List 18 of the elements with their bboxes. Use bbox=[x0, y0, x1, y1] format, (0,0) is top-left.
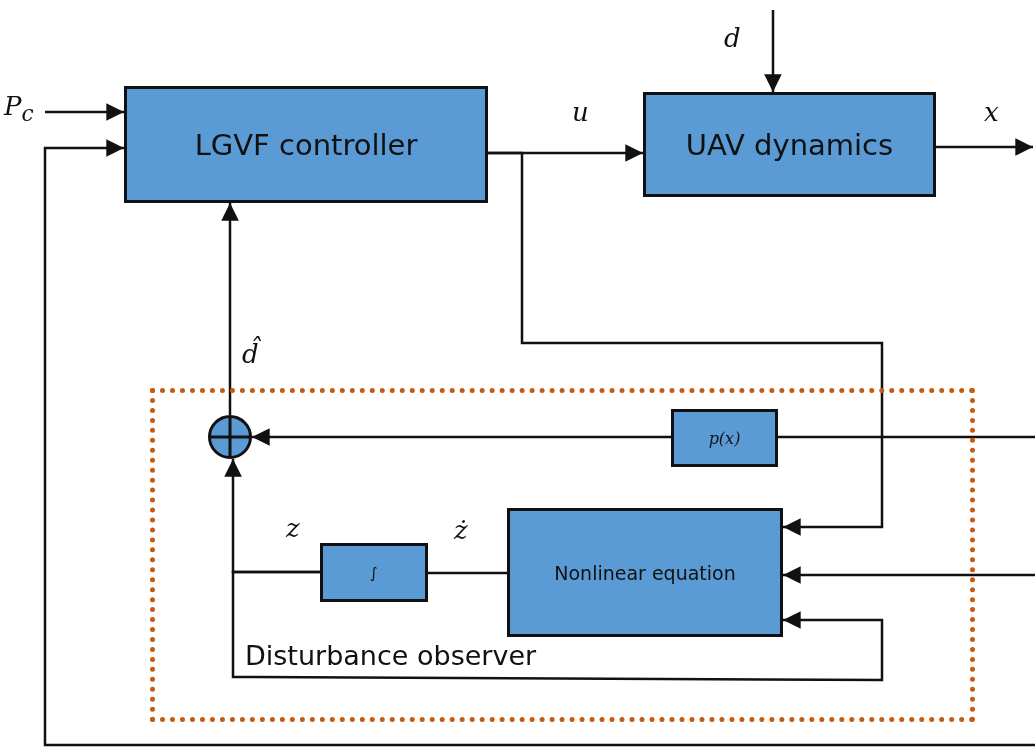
arrow bbox=[45, 103, 124, 121]
block: ∫ bbox=[320, 543, 428, 602]
arrow bbox=[221, 203, 239, 415]
dotted-group-border bbox=[150, 388, 975, 722]
arrow bbox=[783, 566, 1035, 584]
arrow bbox=[43, 139, 1035, 747]
block: LGVF controller bbox=[124, 86, 488, 203]
arrow bbox=[252, 428, 671, 446]
arrow bbox=[488, 151, 884, 536]
arrow bbox=[231, 570, 884, 682]
block: Nonlinear equation bbox=[507, 508, 783, 637]
block: p(x) bbox=[671, 409, 778, 467]
group-title: Disturbance observer bbox=[245, 640, 537, 671]
arrow bbox=[764, 10, 782, 92]
block: UAV dynamics bbox=[643, 92, 936, 197]
connector-line bbox=[778, 435, 1035, 439]
arrow bbox=[936, 138, 1033, 156]
connector-line bbox=[428, 571, 507, 575]
